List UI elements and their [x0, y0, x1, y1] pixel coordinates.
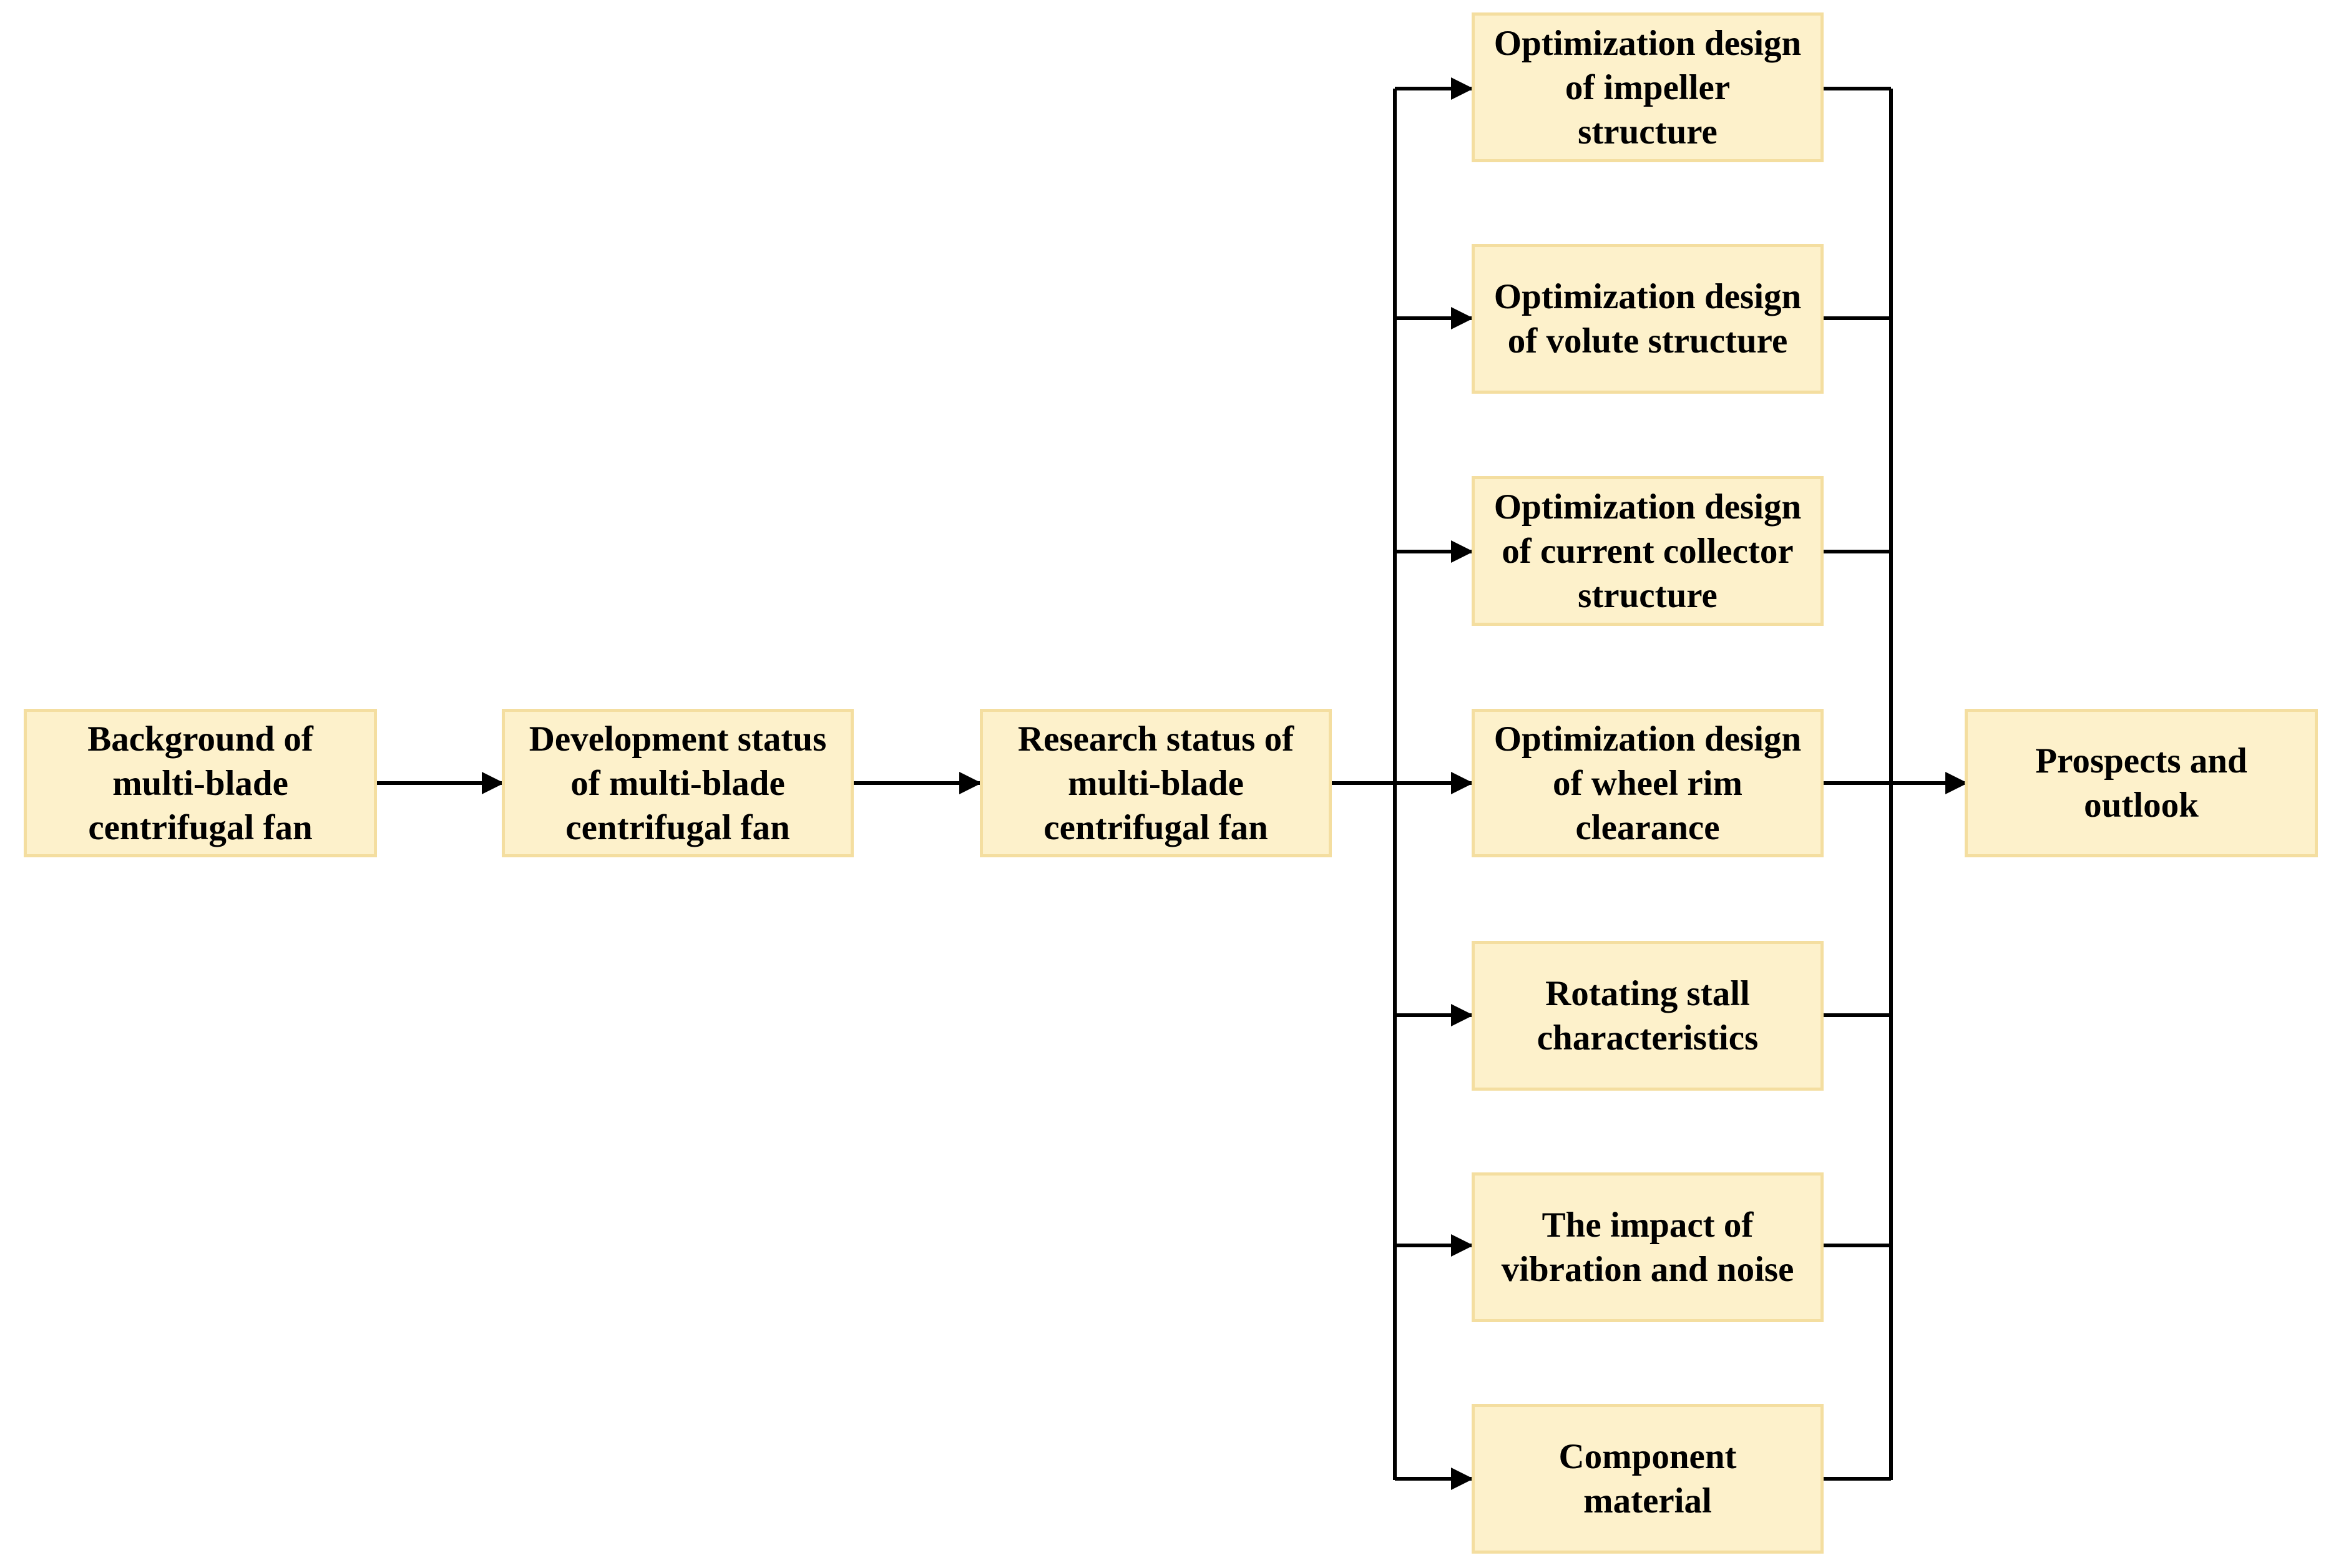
node-topic-volute-label: Optimization design of volute structure [1493, 277, 1802, 361]
node-prospects: Prospects and outlook [1965, 709, 2318, 857]
node-topic-impeller-label: Optimization design of impeller structur… [1493, 23, 1802, 152]
node-topic-rotating-stall-label: Rotating stall characteristics [1537, 974, 1759, 1058]
node-topic-component-material: Component material [1472, 1404, 1824, 1554]
node-topic-wheel-rim: Optimization design of wheel rim clearan… [1472, 709, 1824, 857]
node-topic-wheel-rim-label: Optimization design of wheel rim clearan… [1493, 719, 1802, 847]
node-topic-component-material-label: Component material [1558, 1437, 1737, 1521]
node-background-label: Background of multi-blade centrifugal fa… [87, 719, 313, 847]
node-topic-impeller: Optimization design of impeller structur… [1472, 12, 1824, 162]
node-topic-current-collector: Optimization design of current collector… [1472, 476, 1824, 626]
node-prospects-label: Prospects and outlook [2035, 741, 2247, 825]
node-topic-vibration-noise: The impact of vibration and noise [1472, 1172, 1824, 1322]
node-topic-volute: Optimization design of volute structure [1472, 244, 1824, 394]
node-topic-current-collector-label: Optimization design of current collector… [1493, 487, 1802, 615]
node-background: Background of multi-blade centrifugal fa… [24, 709, 377, 857]
node-development-status-label: Development status of multi-blade centri… [529, 719, 827, 847]
node-research-status: Research status of multi-blade centrifug… [980, 709, 1332, 857]
node-research-status-label: Research status of multi-blade centrifug… [1017, 719, 1294, 847]
node-topic-rotating-stall: Rotating stall characteristics [1472, 941, 1824, 1091]
node-development-status: Development status of multi-blade centri… [502, 709, 854, 857]
node-topic-vibration-noise-label: The impact of vibration and noise [1501, 1205, 1794, 1289]
